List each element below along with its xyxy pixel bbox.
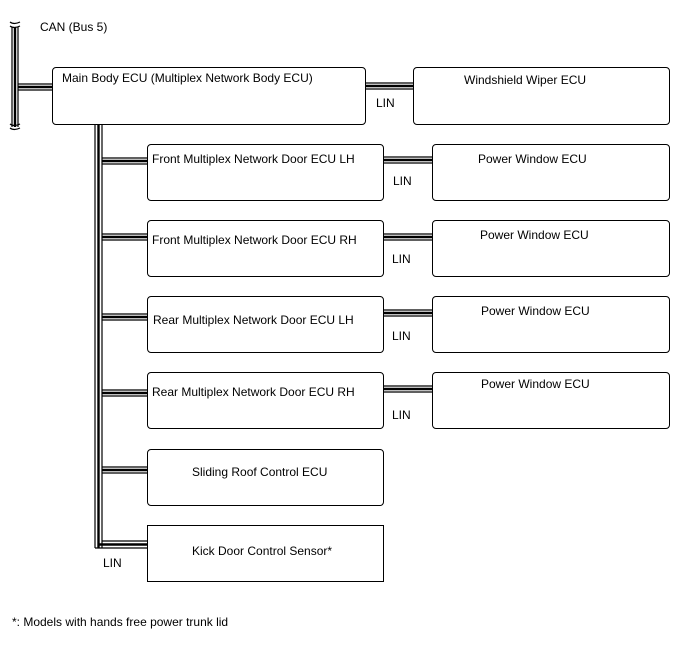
windshield-wiper-ecu-box — [413, 67, 670, 125]
front-door-rh-lin-label: LIN — [392, 252, 411, 266]
lin-trunk — [94, 124, 147, 549]
rear-door-ecu-lh-label: Rear Multiplex Network Door ECU LH — [153, 313, 354, 327]
power-window-ecu-2-label: Power Window ECU — [480, 228, 589, 242]
front-door-lh-lin-label: LIN — [393, 174, 412, 188]
front-door-ecu-rh-label: Front Multiplex Network Door ECU RH — [152, 233, 357, 247]
windshield-wiper-ecu-label: Windshield Wiper ECU — [464, 73, 587, 87]
rear-door-ecu-rh-label: Rear Multiplex Network Door ECU RH — [152, 385, 355, 399]
front-door-ecu-lh-box — [147, 144, 384, 201]
front-door-ecu-lh-label: Front Multiplex Network Door ECU LH — [152, 152, 355, 166]
can-bus-line — [9, 21, 52, 131]
wiper-lin-label: LIN — [376, 96, 395, 110]
main-body-ecu-label: Main Body ECU (Multiplex Network Body EC… — [62, 71, 313, 85]
sliding-roof-ecu-box — [147, 449, 384, 506]
power-window-ecu-3-box — [432, 296, 670, 353]
can-bus-label: CAN (Bus 5) — [40, 20, 108, 34]
lin-line-wiper — [366, 82, 413, 90]
rear-door-lh-lin-label: LIN — [392, 329, 411, 343]
kick-door-sensor-label: Kick Door Control Sensor* — [192, 544, 333, 558]
power-window-ecu-1-box — [432, 144, 670, 201]
power-window-ecu-2-box — [432, 220, 670, 277]
kick-sensor-lin-label: LIN — [103, 556, 122, 570]
front-door-ecu-rh-box — [147, 220, 384, 277]
rear-door-ecu-lh-box — [147, 296, 384, 353]
kick-door-sensor-box — [147, 525, 384, 582]
rear-door-rh-lin-label: LIN — [392, 408, 411, 422]
rear-door-ecu-rh-box — [147, 372, 384, 429]
lin-window-links — [384, 156, 432, 393]
power-window-ecu-3-label: Power Window ECU — [481, 304, 590, 318]
power-window-ecu-1-label: Power Window ECU — [478, 152, 587, 166]
footnote: *: Models with hands free power trunk li… — [12, 615, 229, 629]
power-window-ecu-4-label: Power Window ECU — [481, 377, 590, 391]
power-window-ecu-4-box — [432, 372, 670, 429]
sliding-roof-ecu-label: Sliding Roof Control ECU — [192, 465, 328, 479]
main-body-ecu-box — [52, 67, 366, 125]
lin-branches — [102, 157, 147, 474]
